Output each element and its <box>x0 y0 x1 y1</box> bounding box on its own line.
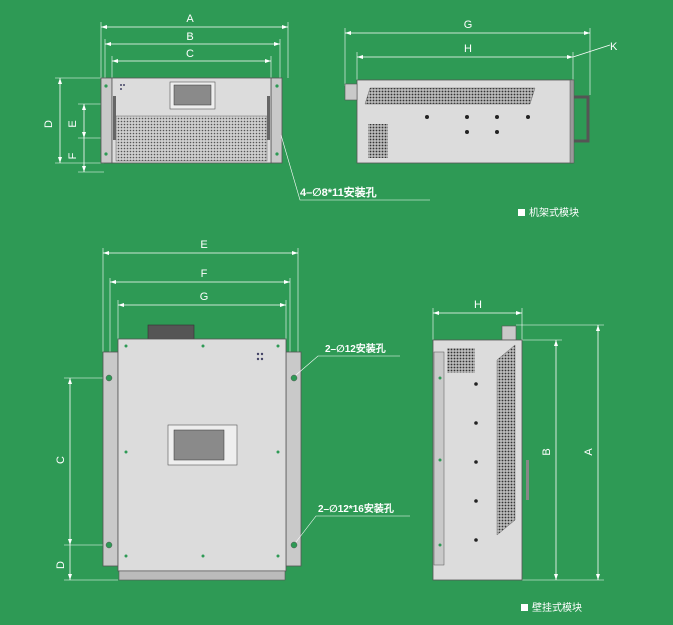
dim-label-a: A <box>186 13 194 25</box>
dim-label-e: E <box>67 120 79 127</box>
wall-bracket-right <box>285 351 302 567</box>
dim-label-h: H <box>464 43 472 55</box>
wall-side-vent-top <box>447 348 475 373</box>
rack-ear-right <box>270 77 283 164</box>
wall-dim-label-b: B <box>541 448 553 455</box>
wall-dim-label-f: F <box>201 268 208 280</box>
rack-legend-marker <box>518 209 525 216</box>
rack-handle-right <box>267 96 270 140</box>
wall-front-view: E F G C D 2– <box>55 239 410 581</box>
wall-dim-label-a: A <box>583 448 595 456</box>
rack-side-view: G H K <box>344 19 618 164</box>
rack-ear-left <box>100 77 113 164</box>
rack-vent-grille <box>115 115 268 162</box>
rack-legend-text: 机架式模块 <box>529 206 579 219</box>
wall-dim-label-e: E <box>200 239 207 251</box>
wall-dim-label-c: C <box>55 456 67 464</box>
wall-side-view: H A B <box>432 299 604 581</box>
rack-display-screen <box>173 84 212 106</box>
dim-label-f: F <box>67 152 79 159</box>
wall-terminal-block <box>147 324 195 340</box>
wall-display-screen <box>173 429 225 461</box>
wall-dim-label-d: D <box>55 561 67 569</box>
rack-hole-note: 4–∅8*11安装孔 <box>300 185 377 199</box>
rack-terminal-block <box>344 83 358 101</box>
rack-hole-leader <box>280 134 430 201</box>
dim-label-b: B <box>186 31 193 43</box>
dim-label-c: C <box>186 48 194 60</box>
rack-handle <box>574 95 590 143</box>
wall-legend-text: 壁挂式模块 <box>532 601 582 614</box>
rack-handle-left <box>113 96 116 140</box>
wall-hole-note-bottom: 2–∅12*16安装孔 <box>318 502 394 515</box>
dim-label-k: K <box>610 41 618 53</box>
wall-side-handle <box>526 460 529 500</box>
wall-side-bracket <box>433 351 445 566</box>
rack-side-vent-top <box>364 87 536 105</box>
wall-bracket-left <box>102 351 119 567</box>
wall-dim-label-h: H <box>474 299 482 311</box>
wall-side-terminal <box>501 325 517 341</box>
wall-side-vent-strip <box>496 344 516 536</box>
rack-front-view: A B C D E F <box>43 13 430 201</box>
wall-legend-marker <box>521 604 528 611</box>
dim-label-g: G <box>464 19 473 31</box>
wall-dim-label-g: G <box>200 291 209 303</box>
wall-hole-note-top: 2–∅12安装孔 <box>325 342 386 355</box>
dim-label-d: D <box>43 120 55 128</box>
rack-side-vent-bottom <box>368 124 388 158</box>
